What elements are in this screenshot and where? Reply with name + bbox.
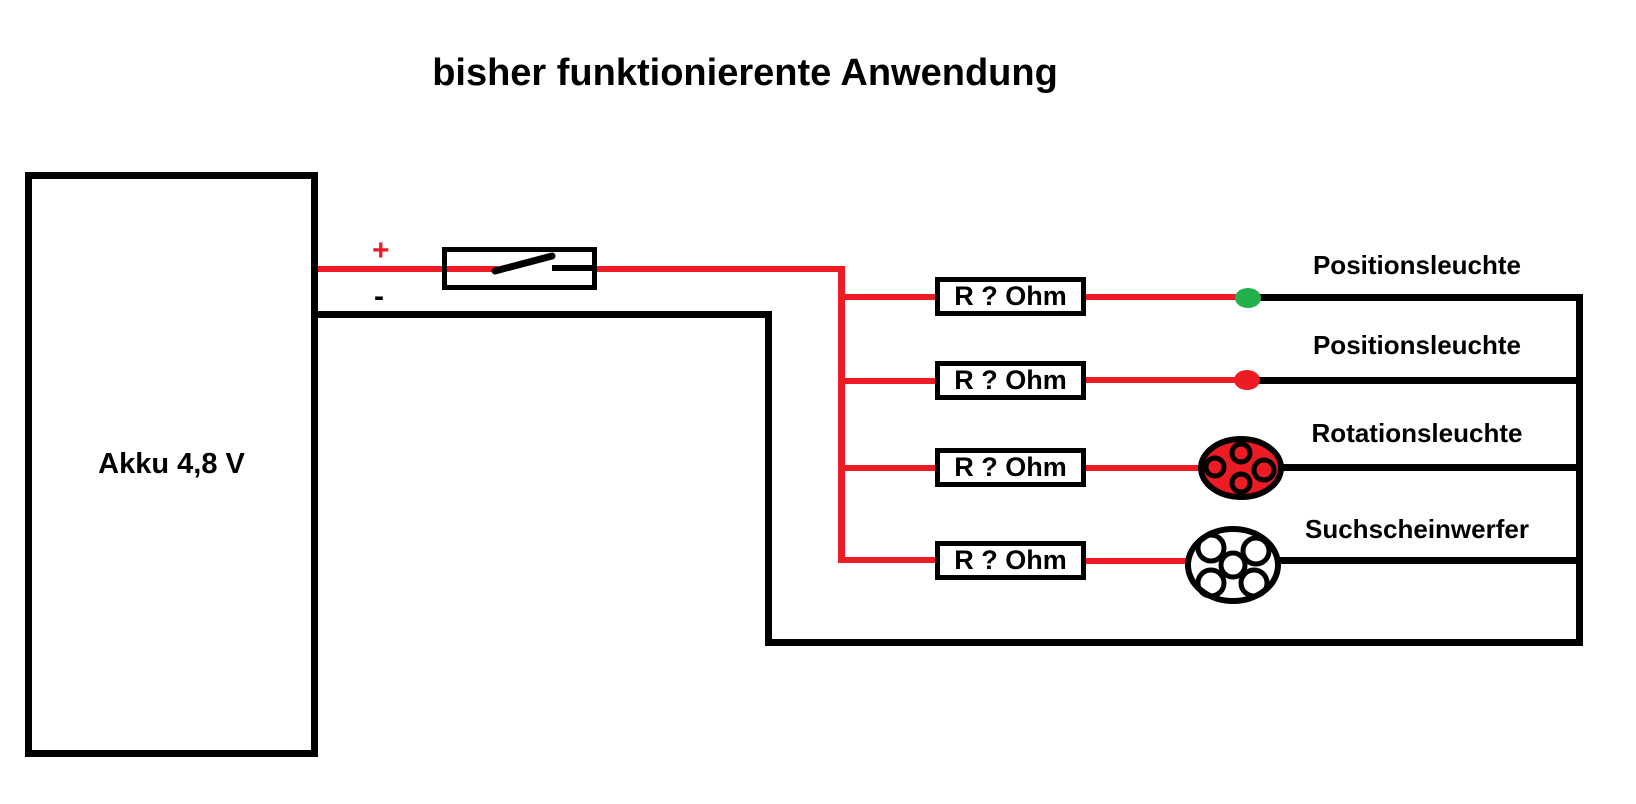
resistor-3: R ? Ohm	[935, 448, 1086, 487]
wire-branch-4	[838, 557, 938, 563]
wire-positive-feed-2	[595, 266, 845, 272]
wire-right-bus	[1576, 294, 1583, 646]
load-label-2: Positionsleuchte	[1312, 330, 1522, 360]
resistor-1: R ? Ohm	[935, 277, 1086, 316]
wire-negative-drop	[765, 311, 772, 646]
wire-resistor-out-1	[1084, 294, 1237, 300]
switch-blade-icon	[491, 252, 597, 275]
wire-resistor-out-4	[1084, 558, 1189, 564]
battery-box: Akku 4,8 V	[25, 172, 318, 757]
resistor-1-label: R ? Ohm	[954, 281, 1067, 311]
load-label-3: Rotationsleuchte	[1311, 418, 1523, 448]
load-label-4: Suchscheinwerfer	[1305, 514, 1529, 544]
wire-bottom-bus	[765, 639, 1583, 646]
battery-label: Akku 4,8 V	[98, 448, 245, 480]
minus-terminal-label: -	[374, 280, 384, 313]
wire-branch-1	[838, 294, 938, 300]
diagram-title: bisher funktionierente Anwendung	[432, 52, 1058, 94]
wire-branch-3	[838, 465, 938, 471]
resistor-3-label: R ? Ohm	[954, 452, 1067, 482]
load-label-1: Positionsleuchte	[1312, 250, 1522, 280]
wire-resistor-out-2	[1084, 377, 1237, 383]
wire-positive-bus	[838, 266, 845, 563]
searchlight-icon	[1185, 526, 1281, 604]
wire-return-3	[1276, 464, 1578, 471]
wire-negative-feed	[318, 311, 772, 318]
wire-positive-feed-1	[318, 266, 498, 272]
wire-resistor-out-3	[1084, 465, 1204, 471]
wire-branch-2	[838, 378, 938, 384]
wire-return-1	[1258, 294, 1578, 301]
resistor-2-label: R ? Ohm	[954, 365, 1067, 395]
rotation-beacon-icon	[1198, 436, 1284, 500]
wire-return-4	[1274, 557, 1578, 564]
resistor-4-label: R ? Ohm	[954, 545, 1067, 575]
red-led-icon	[1234, 370, 1260, 390]
resistor-4: R ? Ohm	[935, 541, 1086, 580]
plus-terminal-label: +	[372, 234, 390, 267]
green-led-icon	[1235, 288, 1261, 308]
resistor-2: R ? Ohm	[935, 361, 1086, 400]
wire-return-2	[1257, 377, 1578, 384]
